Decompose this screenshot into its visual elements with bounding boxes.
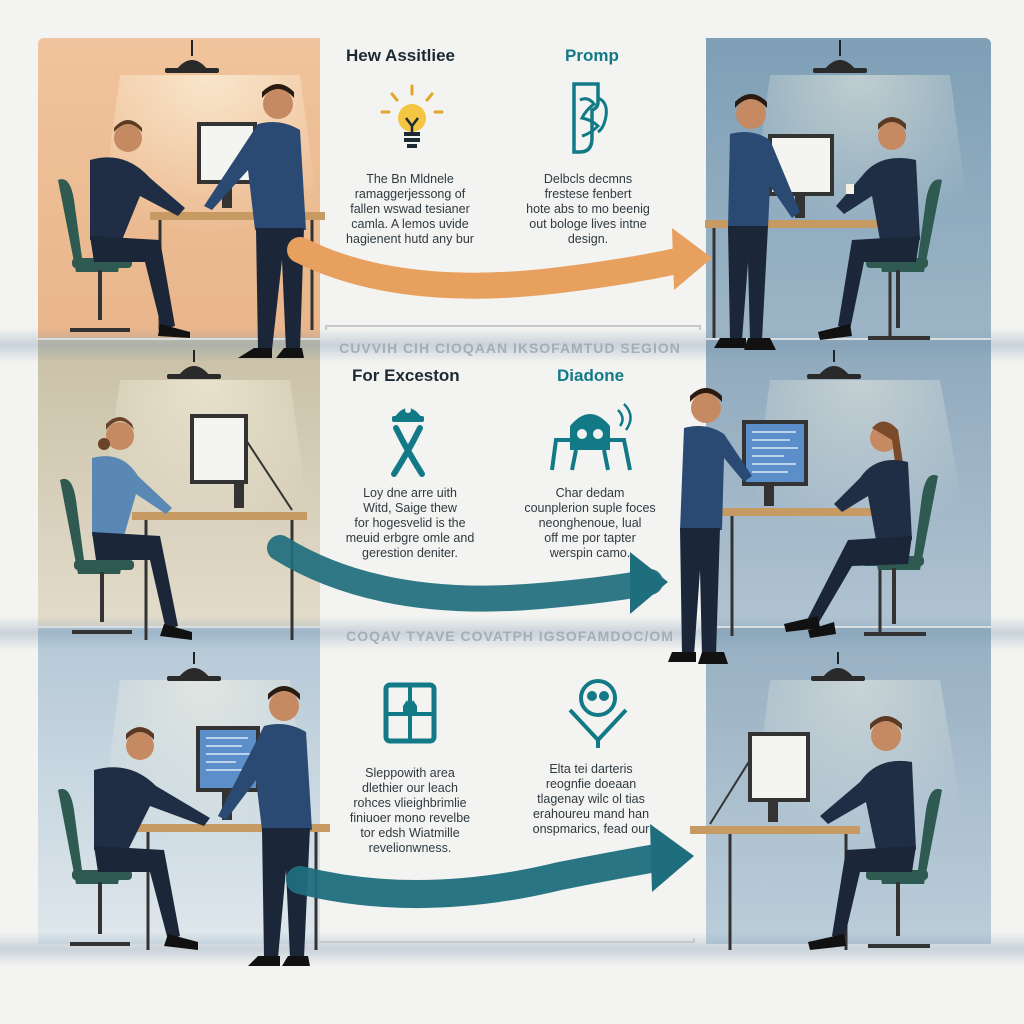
row-2-right-heading: Diadone [557, 366, 625, 385]
funnel-icon [568, 679, 628, 748]
window-frame-icon [383, 682, 437, 744]
robot-icon [550, 403, 632, 471]
scene-panel-left-2 [38, 340, 320, 626]
scene-panel-right-2 [706, 340, 991, 626]
section-divider-1: CUVVIH CIH CIOQAAN IKSOFAMTUD SEGION [339, 340, 681, 356]
scene-panel-right-3 [706, 628, 991, 944]
scene-panel-left-3 [38, 628, 320, 944]
lightbulb-icon [380, 84, 444, 148]
row-2-left-heading: For Exceston [352, 366, 460, 385]
row-1-right-heading: Promp [565, 46, 619, 65]
section-divider-2: COQAV TYAVE COVATPH IGSOFAMDOC/OM [346, 628, 674, 644]
row-1-left-heading: Hew Assitliee [346, 46, 455, 65]
prompt-scroll-icon [572, 82, 608, 154]
person-ribbon-icon [391, 407, 425, 477]
floor-band-3 [0, 932, 1024, 966]
scene-panel-right-1 [706, 38, 991, 338]
scene-panel-left-1 [38, 38, 320, 338]
